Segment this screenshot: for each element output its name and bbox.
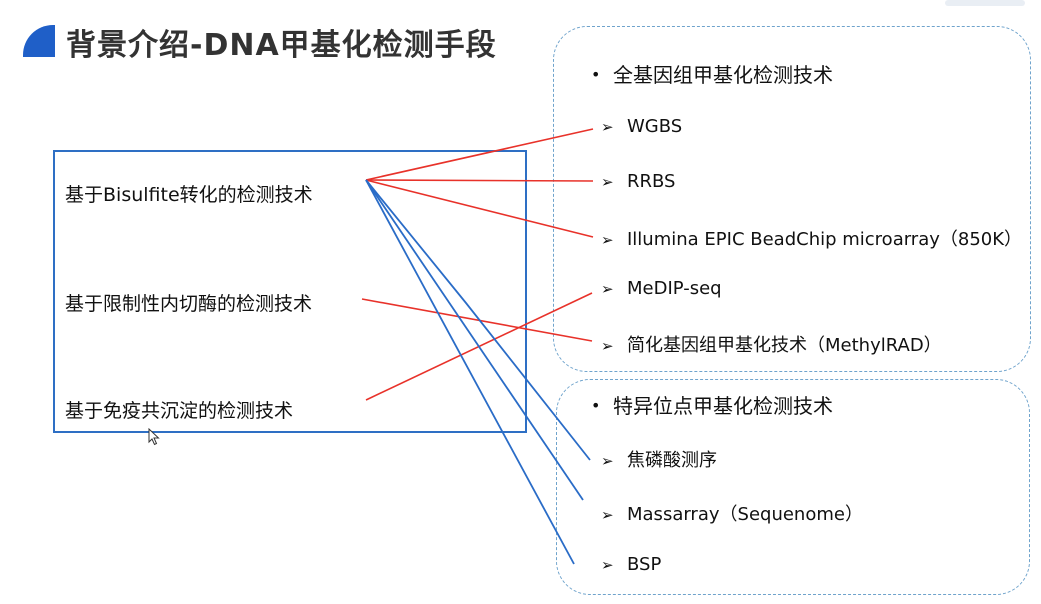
- list-item: ➢焦磷酸测序: [601, 450, 717, 471]
- category-bisulfite: 基于Bisulfite转化的检测技术: [65, 184, 313, 206]
- arrow-bullet-icon: ➢: [601, 506, 614, 524]
- list-item: ➢Illumina EPIC BeadChip microarray（850K）: [601, 229, 1023, 250]
- arrow-bullet-icon: ➢: [601, 280, 614, 298]
- list-item: ➢RRBS: [601, 171, 676, 192]
- category-immunoprecipitation: 基于免疫共沉淀的检测技术: [65, 400, 294, 422]
- page-title: 背景介绍-DNA甲基化检测手段: [66, 28, 497, 63]
- arrow-bullet-icon: ➢: [601, 452, 614, 470]
- mouse-pointer-icon: [148, 428, 160, 446]
- top-right-indicator: [945, 0, 1025, 6]
- genome-wide-title: •全基因组甲基化检测技术: [591, 63, 833, 87]
- bullet-icon: •: [591, 65, 601, 84]
- category-restriction-enzyme: 基于限制性内切酶的检测技术: [65, 293, 313, 315]
- arrow-bullet-icon: ➢: [601, 556, 614, 574]
- list-item: ➢Massarray（Sequenome）: [601, 504, 863, 525]
- site-specific-title: •特异位点甲基化检测技术: [591, 394, 833, 418]
- arrow-bullet-icon: ➢: [601, 231, 614, 249]
- list-item: ➢BSP: [601, 554, 662, 575]
- arrow-bullet-icon: ➢: [601, 337, 614, 355]
- arrow-bullet-icon: ➢: [601, 118, 614, 136]
- list-item: ➢WGBS: [601, 116, 683, 137]
- list-item: ➢简化基因组甲基化技术（MethylRAD）: [601, 335, 942, 356]
- title-accent-shape: [23, 25, 55, 57]
- bullet-icon: •: [591, 396, 601, 415]
- list-item: ➢MeDIP-seq: [601, 278, 722, 299]
- arrow-bullet-icon: ➢: [601, 173, 614, 191]
